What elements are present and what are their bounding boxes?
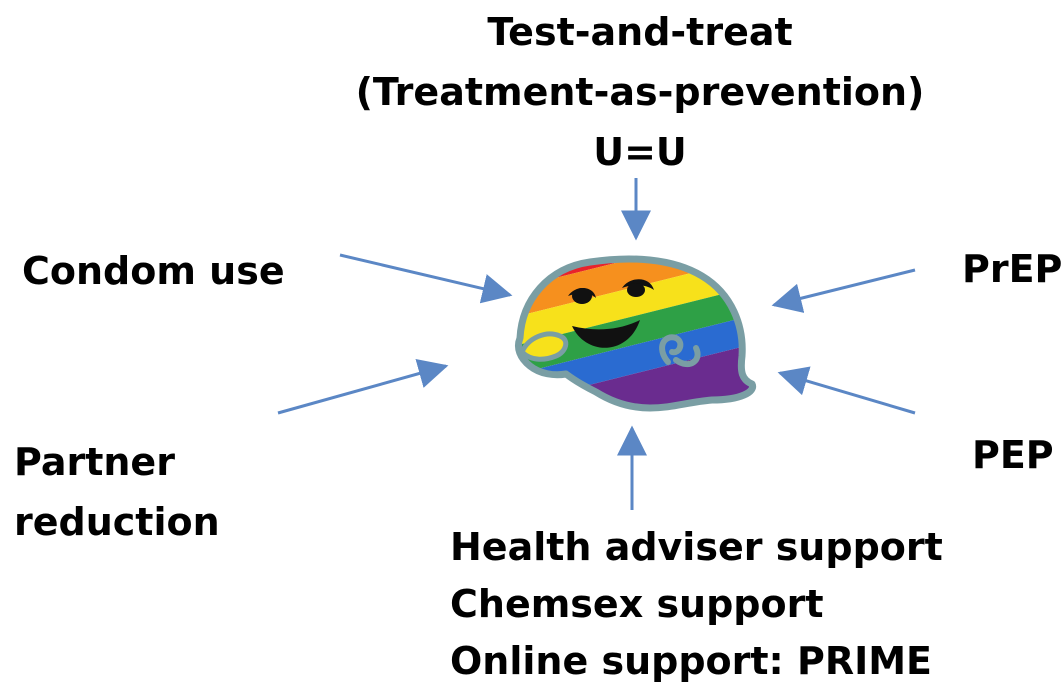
ghost-eye-right-dot (627, 283, 645, 297)
label-pep: PEP (972, 433, 1054, 477)
label-u-equals-u: U=U (593, 130, 687, 174)
rainbow-ghost-icon (514, 255, 757, 412)
top-label-block: Test-and-treat (Treatment-as-prevention)… (350, 10, 930, 190)
stripe-orange (518, 258, 753, 327)
ghost-arm (519, 331, 569, 362)
label-prep: PrEP (962, 247, 1063, 291)
arrow-condom (339, 253, 513, 304)
arrow-pep (777, 366, 916, 415)
label-chemsex-support: Chemsex support (450, 582, 824, 626)
ghost-mouth (572, 320, 640, 348)
label-health-adviser-support: Health adviser support (450, 525, 943, 569)
label-condom-use: Condom use (22, 249, 285, 293)
partner-reduction-block: Partner reduction (14, 440, 220, 560)
label-reduction: reduction (14, 500, 220, 544)
arrow-partner (277, 358, 449, 415)
arrow-prep (771, 268, 916, 313)
bottom-label-block: Health adviser support Chemsex support O… (450, 524, 943, 695)
ghost-eye-left-dot (572, 288, 592, 304)
ghost-outline (514, 255, 757, 412)
label-online-support-prime: Online support: PRIME (450, 639, 932, 683)
label-partner: Partner (14, 440, 175, 484)
label-treatment-as-prevention: (Treatment-as-prevention) (355, 70, 925, 114)
label-test-and-treat: Test-and-treat (487, 10, 793, 54)
ghost-hand (659, 334, 701, 368)
